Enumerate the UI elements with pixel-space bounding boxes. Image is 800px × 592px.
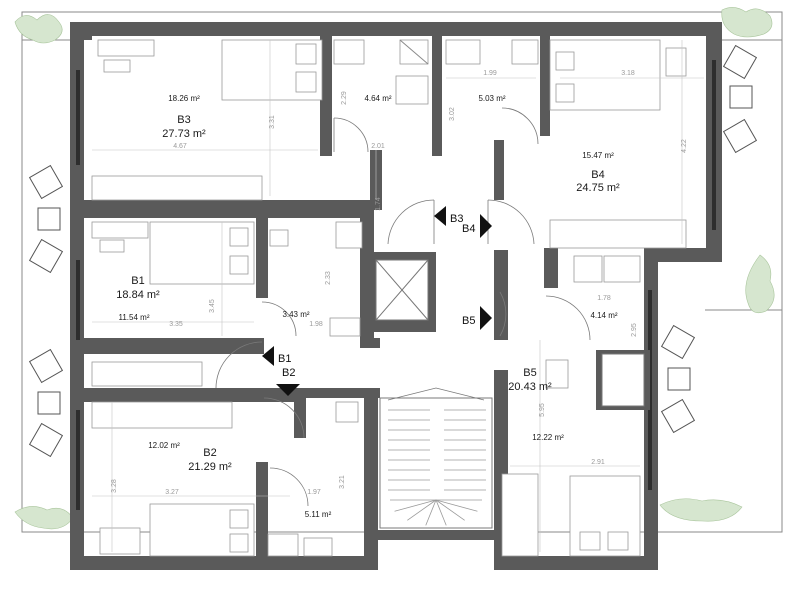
room-b2: 12.02 m² B2 21.29 m² 3.27 3.28 <box>111 441 232 496</box>
plant-icon <box>14 14 63 44</box>
bath-b1-dim-a: 2.33 <box>325 271 332 285</box>
chair-icon <box>28 422 64 458</box>
entry-marker-b2: B2 <box>282 367 295 379</box>
room-b1-dim-depth: 3.45 <box>209 299 216 313</box>
room-b1-dim-width: 3.35 <box>169 321 183 328</box>
arrow-down-icon <box>276 384 300 396</box>
chair-icon <box>28 348 64 384</box>
room-b3-sub-area: 18.26 m² <box>168 94 200 103</box>
bath-b5-dim-b: 2.95 <box>631 323 638 337</box>
kitchen-counters <box>91 175 687 557</box>
room-b1-sub-area: 11.54 m² <box>119 313 150 322</box>
door-swings <box>215 107 591 507</box>
bath-b2-dim-a: 1.97 <box>307 489 321 496</box>
table-icon <box>667 367 691 391</box>
room-b1: B1 18.84 m² 11.54 m² 3.35 3.45 <box>116 275 216 328</box>
arrow-right-icon <box>480 214 492 238</box>
entry-marker-b3: B3 <box>450 213 463 225</box>
room-b4-dim-depth: 4.22 <box>681 139 688 153</box>
plant-icon <box>14 506 74 530</box>
room-b5-dim-depth: 5.95 <box>539 403 546 417</box>
bath-b4-area: 5.03 m² <box>478 94 505 103</box>
plant-icon <box>721 7 773 38</box>
room-b4-name: B4 <box>591 169 604 181</box>
dimension-lines <box>92 40 704 552</box>
chair-icon <box>28 164 64 200</box>
room-b5-total-area: 20.43 m² <box>508 381 552 393</box>
desk-icons <box>91 39 687 555</box>
arrow-left-icon <box>434 206 446 226</box>
room-b1-name: B1 <box>131 275 144 287</box>
bath-b3-area: 4.64 m² <box>364 94 391 103</box>
chair-icon <box>660 398 696 434</box>
bath-b2-area: 5.11 m² <box>305 510 332 519</box>
room-b5: B5 20.43 m² 12.22 m² 2.91 5.95 <box>508 367 605 466</box>
room-b4-sub-area: 15.47 m² <box>582 151 614 160</box>
entry-marker-b1: B1 <box>278 353 291 365</box>
bed-icons <box>149 39 661 557</box>
corridor-dim: 1.74 <box>375 197 382 211</box>
table-icon <box>729 85 753 109</box>
room-b3: 18.26 m² B3 27.73 m² 4.67 3.31 <box>162 94 276 150</box>
bath-b4-dim-a: 1.99 <box>483 70 497 77</box>
chair-icon <box>660 324 696 360</box>
entry-marker-b4: B4 <box>462 223 475 235</box>
room-b2-name: B2 <box>203 447 216 459</box>
terrace-furniture <box>28 44 758 458</box>
room-b4: 15.47 m² B4 24.75 m² 3.18 4.22 <box>576 70 688 194</box>
room-b2-dim-width: 3.27 <box>165 489 179 496</box>
exterior-walls <box>70 22 722 570</box>
entry-markers: B3 B4 B1 B2 B5 <box>262 206 492 396</box>
bath-b1-dim-b: 1.98 <box>309 321 323 328</box>
bath-b1-area: 3.43 m² <box>282 310 309 319</box>
plant-icon <box>659 498 743 522</box>
chair-icon <box>28 238 64 274</box>
plant-icons <box>14 7 775 530</box>
room-b3-total-area: 27.73 m² <box>162 128 206 140</box>
bath-b3-dim-a: 2.29 <box>341 91 348 105</box>
room-b2-total-area: 21.29 m² <box>188 461 232 473</box>
room-b3-dim-depth: 3.31 <box>269 115 276 129</box>
staircase <box>379 387 493 529</box>
bath-b3-dim-b: 2.01 <box>371 143 385 150</box>
plant-icon <box>745 254 775 314</box>
bath-b4-dim-b: 3.02 <box>449 107 456 121</box>
chair-icon <box>722 44 758 80</box>
room-b2-dim-depth: 3.28 <box>111 479 118 493</box>
room-b4-dim-width: 3.18 <box>621 70 635 77</box>
room-b3-name: B3 <box>177 114 190 126</box>
room-b1-total-area: 18.84 m² <box>116 289 160 301</box>
arrow-right-icon <box>480 306 492 330</box>
bath-labels: 4.64 m² 2.29 2.01 5.03 m² 1.99 3.02 3.43… <box>282 70 638 519</box>
table-icon <box>37 207 61 231</box>
entry-marker-b5: B5 <box>462 315 475 327</box>
room-b2-sub-area: 12.02 m² <box>148 441 180 450</box>
room-b4-total-area: 24.75 m² <box>576 182 620 194</box>
bath-b5-dim-a: 1.78 <box>597 295 611 302</box>
bath-b5-area: 4.14 m² <box>590 311 617 320</box>
room-b5-sub-area: 12.22 m² <box>532 433 564 442</box>
table-icon <box>37 391 61 415</box>
bath-b2-dim-b: 3.21 <box>339 475 346 489</box>
room-b5-dim-width: 2.91 <box>591 459 605 466</box>
room-b3-dim-width: 4.67 <box>173 143 187 150</box>
bathroom-fixtures <box>267 39 641 557</box>
room-b5-name: B5 <box>523 367 536 379</box>
chair-icon <box>722 118 758 154</box>
arrow-left-icon <box>262 346 274 366</box>
